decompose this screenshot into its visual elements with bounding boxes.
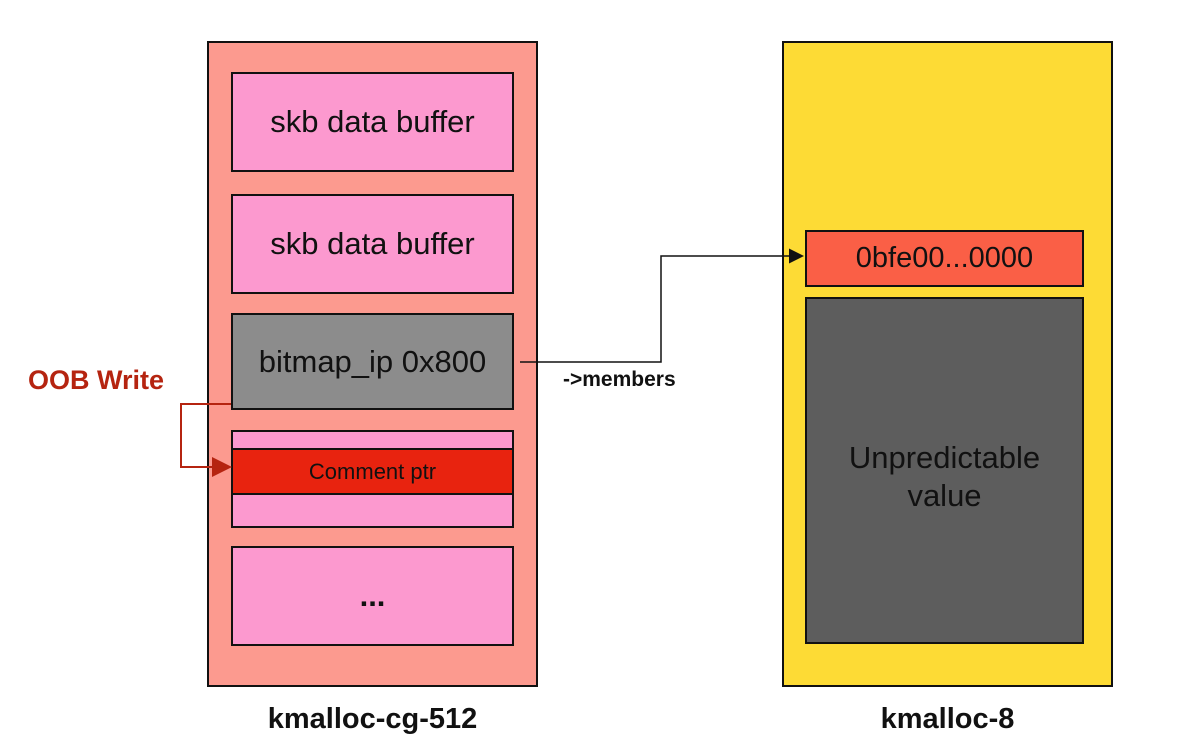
unpredictable-value-label: Unpredictable value xyxy=(848,440,1041,513)
unpredictable-value-chunk: Unpredictable value xyxy=(805,297,1084,644)
bitmap-ip-label: bitmap_ip 0x800 xyxy=(258,343,487,379)
oob-write-label: OOB Write xyxy=(28,365,165,395)
members-pointer-label: ->members xyxy=(563,368,676,391)
left-slab-title: kmalloc-cg-512 xyxy=(267,703,478,735)
comment-ptr-field: Comment ptr xyxy=(231,448,514,495)
skb-data-buffer-label-1: skb data buffer xyxy=(270,104,475,139)
members-value-chunk: 0bfe00...0000 xyxy=(805,230,1084,287)
skb-data-buffer-chunk-2: skb data buffer xyxy=(231,194,514,294)
members-pointer-arrow xyxy=(520,248,804,363)
members-value-label: 0bfe00...0000 xyxy=(855,242,1034,274)
comment-ptr-label: Comment ptr xyxy=(308,458,437,484)
right-slab-title: kmalloc-8 xyxy=(880,703,1015,735)
bitmap-ip-chunk: bitmap_ip 0x800 xyxy=(231,313,514,410)
ellipsis-chunk: ... xyxy=(231,546,514,646)
skb-data-buffer-label-2: skb data buffer xyxy=(270,226,475,261)
ellipsis-label: ... xyxy=(359,578,386,613)
skb-data-buffer-chunk-1: skb data buffer xyxy=(231,72,514,172)
